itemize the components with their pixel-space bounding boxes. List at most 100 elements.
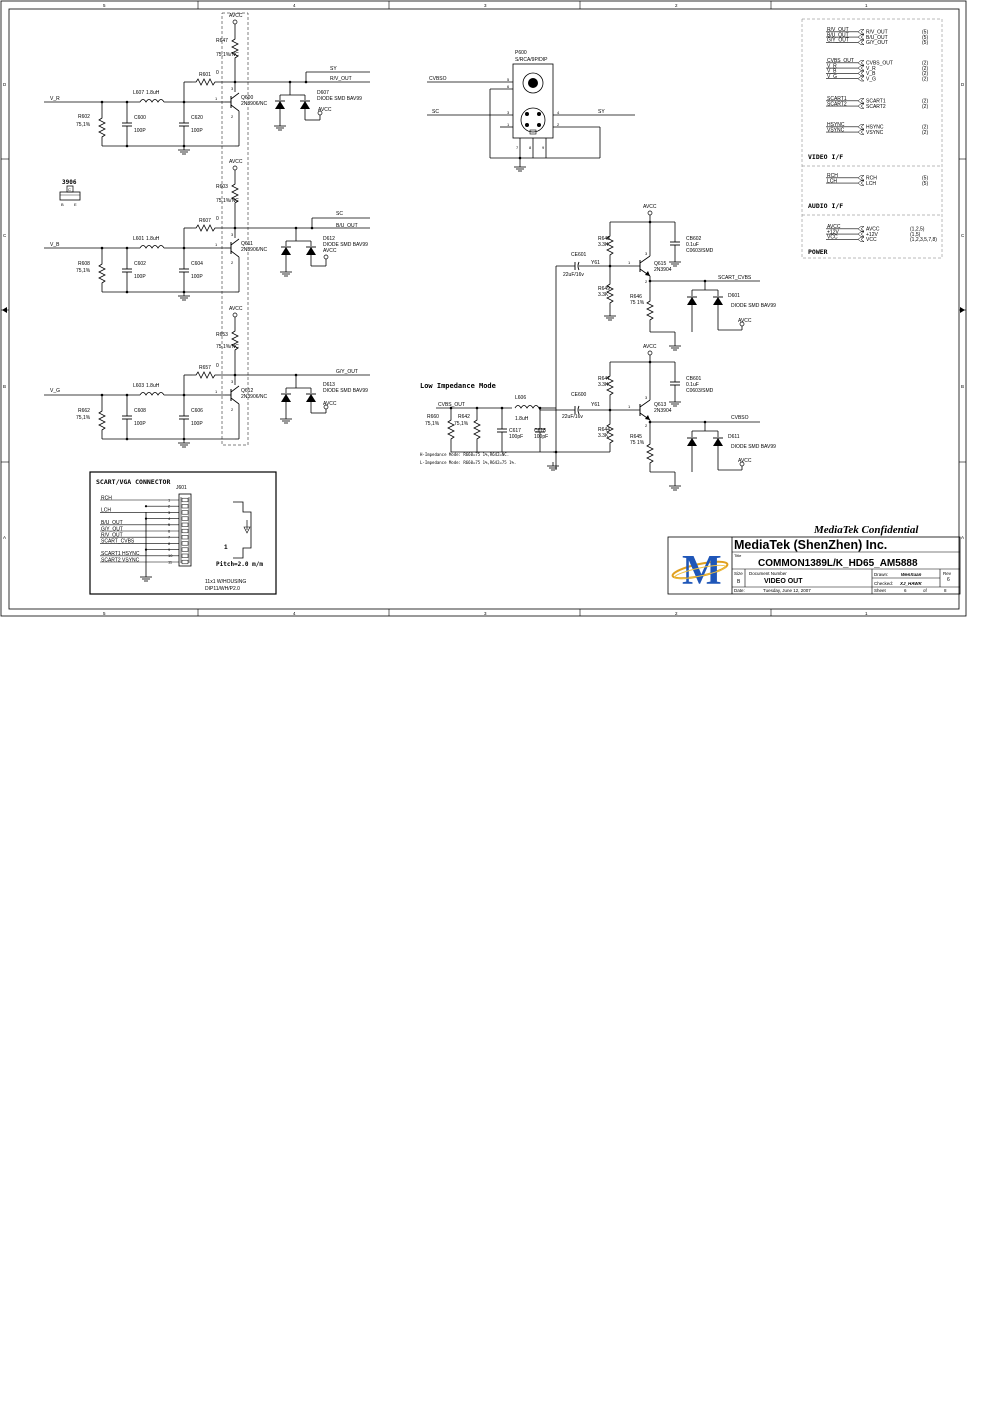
checked-label: Checked: xyxy=(874,581,893,586)
lowimp-r2-val: 75,1% xyxy=(454,421,469,427)
ch-b-ind: L601 xyxy=(133,236,144,242)
of-label: of xyxy=(923,588,928,593)
drv1-avcc: AVCC xyxy=(643,204,657,210)
port-page-ref: (5) xyxy=(922,35,928,41)
ch-r-avcc: AVCC xyxy=(229,13,243,19)
port-page-ref: (5) xyxy=(922,176,928,182)
scart-pin-number: 3 xyxy=(168,510,171,515)
confidential-label: MediaTek Confidential xyxy=(813,524,919,536)
drv1-q: Q615 xyxy=(654,261,666,267)
ch-g-net2: G/Y_OUT xyxy=(336,369,358,375)
row-label-left-d: D xyxy=(3,82,7,87)
port-net-label: CVBS_OUT xyxy=(827,58,854,64)
drv2-out: CVBSO xyxy=(731,415,749,421)
scart-net-label: SCART_CVBS xyxy=(101,539,135,545)
scart-net-label: R/V_OUT xyxy=(101,533,123,539)
port-name: VSYNC xyxy=(866,130,884,136)
port-arrow-icon xyxy=(857,231,865,237)
ch-r-c1-val: 100P xyxy=(134,128,146,134)
connector-pin-icon xyxy=(181,559,189,565)
drv1-r2: R649 xyxy=(598,286,610,292)
port-arrow-icon xyxy=(857,39,865,45)
port-arrow-icon xyxy=(857,129,865,135)
p600-net-cvbso: CVBSO xyxy=(429,76,447,82)
connector-pin-icon xyxy=(181,535,189,540)
ch-g-rin: R662 xyxy=(78,408,90,414)
drv1-cap-val: 22uF/16v xyxy=(563,272,584,278)
port-name: LCH xyxy=(866,181,876,187)
scart-net-label: SCART1 HSYNC xyxy=(101,551,140,557)
channel-g: AVCC R653 75,1%/NC R657 0 G/Y_OUT V_G L6… xyxy=(44,306,370,448)
ch-g-q-pin3: 2 xyxy=(231,407,234,412)
ch-g-c2: C606 xyxy=(191,408,203,414)
scart-pin-number: 5 xyxy=(168,522,171,527)
port-name: AVCC xyxy=(866,227,880,233)
lowimp-ind-val: 1.8uH xyxy=(515,416,529,422)
ch-g-q-val: 2N3906/NC xyxy=(241,394,268,400)
transistor-3906-pinout: 3906 C B E xyxy=(59,179,81,207)
lowimp-r1: R660 xyxy=(427,414,439,420)
p600-pin2: 2 xyxy=(557,122,560,127)
ch-b-q-pin1: 1 xyxy=(215,242,218,247)
port-page-ref: (5) xyxy=(922,30,928,36)
pinout-e: E xyxy=(74,202,77,207)
drv1-q-pin2: 2 xyxy=(645,279,648,284)
of-value: 8 xyxy=(944,588,947,593)
ch-b-c1-val: 100P xyxy=(134,274,146,280)
port-name: V_R xyxy=(866,66,876,72)
port-name: +12V xyxy=(866,232,878,238)
port-arrow-icon xyxy=(857,226,865,232)
ch-r-d-avcc: AVCC xyxy=(318,107,332,113)
p600-net-sy: SY xyxy=(598,109,605,115)
port-net-label: VSYNC xyxy=(827,127,845,133)
ch-r-q-pin3: 2 xyxy=(231,114,234,119)
drv2-q-pin1: 1 xyxy=(628,404,631,409)
connector-pin-icon xyxy=(181,553,189,558)
row-label-right-c: C xyxy=(961,233,965,238)
ch-g-c2-val: 100P xyxy=(191,421,203,427)
lowimp-r1-val: 75,1% xyxy=(425,421,440,427)
port-arrow-icon xyxy=(857,76,865,82)
port-net-label: VCC xyxy=(827,235,838,241)
ch-g-rin-val: 75,1% xyxy=(76,415,91,421)
port-name: G/Y_OUT xyxy=(866,40,888,46)
ch-r-rtop-val: 75,1%/NC xyxy=(216,52,239,58)
ch-r-q-val: 2N3906/NC xyxy=(241,101,268,107)
drv2-q: Q613 xyxy=(654,402,666,408)
ch-r-rtop: R647 xyxy=(216,38,228,44)
ch-g-rtop: R653 xyxy=(216,332,228,338)
drv1-d: D601 xyxy=(728,293,740,299)
scart-title: SCART/VGA CONNECTOR xyxy=(96,478,170,486)
docnum-label: Document Number xyxy=(749,571,787,576)
port-page-ref: (2) xyxy=(922,125,928,131)
lowimp-note2: L-Impedance Mode: R660=75 1%,R642=75 1%. xyxy=(420,460,516,465)
p600-pin4: 4 xyxy=(557,110,560,115)
row-label-right-d: D xyxy=(961,82,965,87)
scart-part1: 11x1 W/HOUSING xyxy=(205,579,246,585)
ch-b-rtop: R603 xyxy=(216,184,228,190)
row-label-left-c: C xyxy=(3,233,7,238)
rev-label: Rev xyxy=(943,571,952,576)
rca-jack-icon xyxy=(522,72,544,94)
p600-pin3: 3 xyxy=(507,110,510,115)
scart-ref: J601 xyxy=(176,485,187,491)
ch-g-in-net: V_G xyxy=(50,388,60,394)
drv1-q-pin1: 1 xyxy=(628,260,631,265)
port-arrow-icon xyxy=(857,29,865,35)
drv2-y: Y61 xyxy=(591,402,600,408)
port-name: B/U_OUT xyxy=(866,35,888,41)
port-arrow-icon xyxy=(857,98,865,104)
pinout-c: C xyxy=(68,187,71,192)
p600-pin9: 9 xyxy=(542,145,545,150)
ch-b-q-val: 2N3906/NC xyxy=(241,247,268,253)
port-page-ref: (2) xyxy=(922,130,928,136)
ch-r-d-val: DIODE SMD BAV99 xyxy=(317,96,362,102)
row-label-left-a: A xyxy=(3,535,6,540)
connector-pin-icon xyxy=(181,547,189,552)
